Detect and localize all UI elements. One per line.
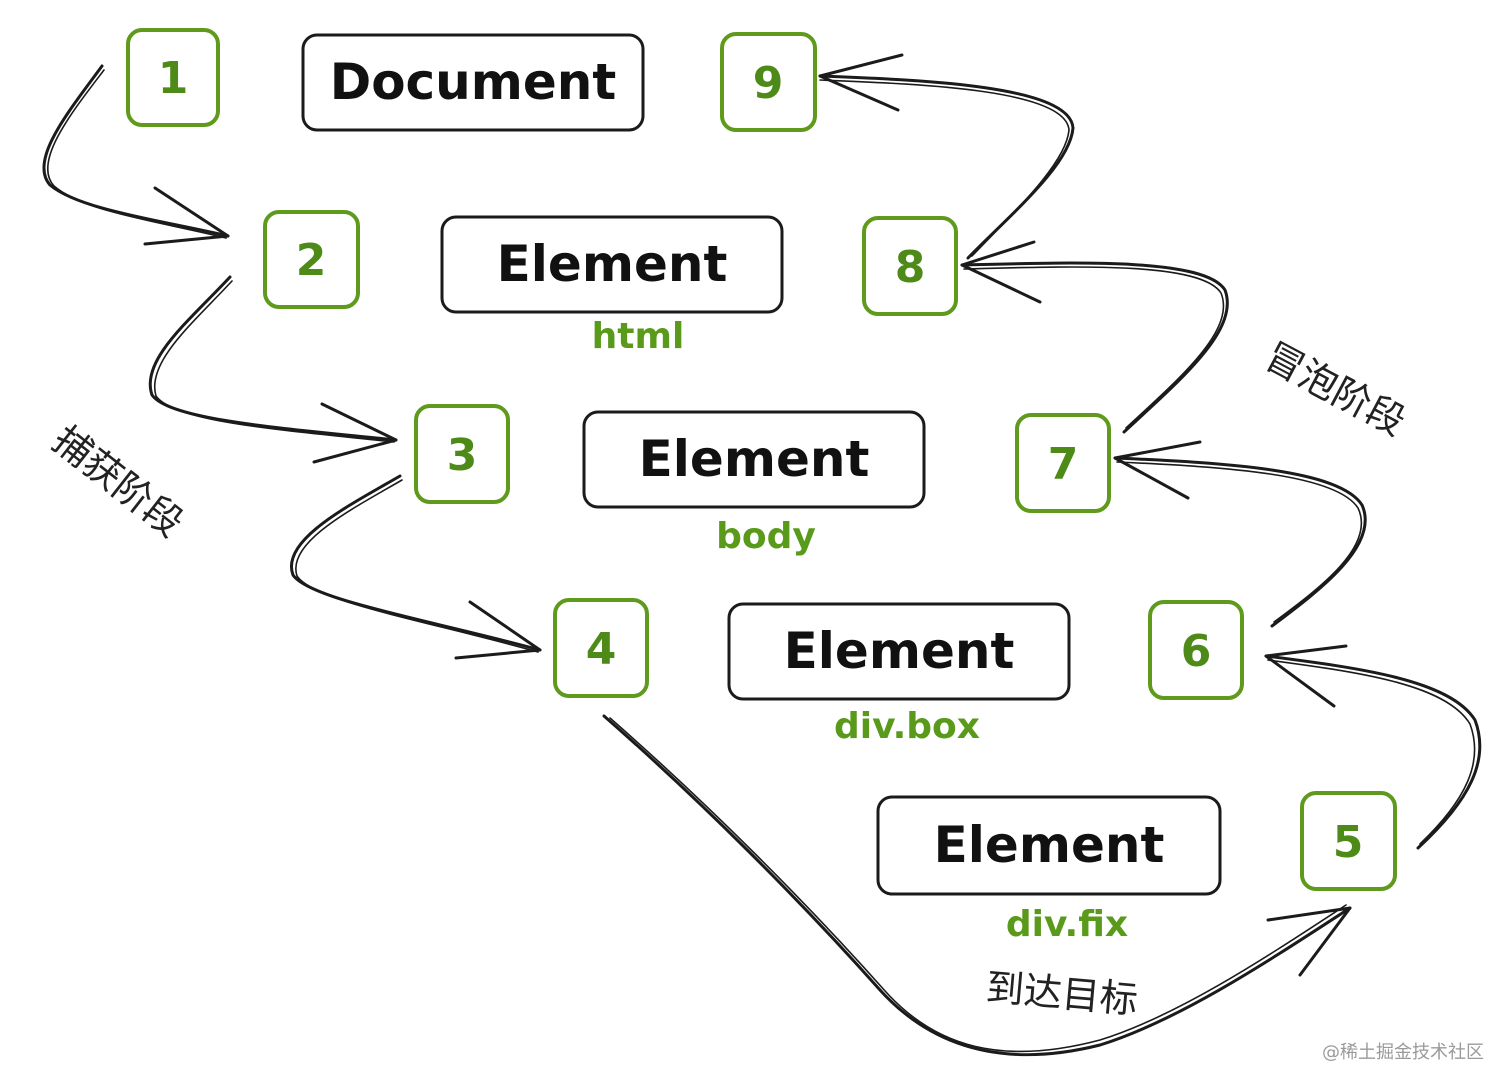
step-3: 3 <box>414 404 510 504</box>
div-fix-element-label: Element <box>934 816 1165 874</box>
step-4-number: 4 <box>586 624 617 675</box>
div-fix-element-box <box>876 795 1222 896</box>
body-tag-label: body <box>716 516 816 557</box>
body-element-label: Element <box>639 430 870 488</box>
step-4: 4 <box>553 598 649 698</box>
div-box-element-label: Element <box>784 622 1015 680</box>
target-phase-label: 到达目标 <box>984 965 1139 1022</box>
target-arrow-4-to-5 <box>602 714 1352 1057</box>
capture-phase-label: 捕获阶段 <box>44 417 191 545</box>
step-4-box <box>553 598 649 698</box>
step-5-box <box>1300 791 1397 891</box>
step-6: 6 <box>1148 600 1244 700</box>
step-2-number: 2 <box>296 235 327 286</box>
bubble-arrow-5-to-6 <box>1264 644 1482 850</box>
step-9: 9 <box>720 32 817 132</box>
step-6-number: 6 <box>1181 626 1212 677</box>
capture-arrow-1-to-2 <box>42 64 230 246</box>
div-box-element-box <box>727 602 1071 701</box>
step-9-number: 9 <box>753 58 784 109</box>
step-2-box <box>263 210 360 309</box>
step-7: 7 <box>1015 413 1111 513</box>
node-document: Document <box>301 33 645 132</box>
step-3-number: 3 <box>447 430 478 481</box>
step-5-number: 5 <box>1333 817 1364 868</box>
bubble-arrow-6-to-7 <box>1113 440 1367 628</box>
bubble-arrow-7-to-8 <box>960 240 1229 434</box>
step-9-box <box>720 32 817 132</box>
capture-arrow-2-to-3 <box>148 275 398 464</box>
node-body: Element body <box>582 410 926 557</box>
step-1: 1 <box>126 28 220 127</box>
step-6-box <box>1148 600 1244 700</box>
step-5: 5 <box>1300 791 1397 891</box>
document-box <box>301 33 645 132</box>
div-box-tag-label: div.box <box>834 706 980 747</box>
body-element-box <box>582 410 926 509</box>
step-2: 2 <box>263 210 360 309</box>
step-8-box <box>862 216 958 316</box>
step-1-box <box>126 28 220 127</box>
step-1-number: 1 <box>158 53 189 104</box>
html-element-label: Element <box>497 235 728 293</box>
node-div-box: Element div.box <box>727 602 1071 747</box>
watermark: @稀土掘金技术社区 <box>1322 1042 1484 1063</box>
div-fix-tag-label: div.fix <box>1006 904 1128 945</box>
bubble-arrow-8-to-9 <box>818 53 1075 260</box>
html-element-box <box>440 215 784 314</box>
capture-arrow-3-to-4 <box>289 474 542 660</box>
html-tag-label: html <box>592 316 685 357</box>
step-3-box <box>414 404 510 504</box>
node-html: Element html <box>440 215 784 357</box>
node-div-fix: Element div.fix <box>876 795 1222 945</box>
bubble-phase-label: 冒泡阶段 <box>1258 334 1413 444</box>
step-8: 8 <box>862 216 958 316</box>
step-7-number: 7 <box>1048 439 1079 490</box>
step-8-number: 8 <box>895 242 926 293</box>
step-7-box <box>1015 413 1111 513</box>
document-label: Document <box>330 53 617 111</box>
